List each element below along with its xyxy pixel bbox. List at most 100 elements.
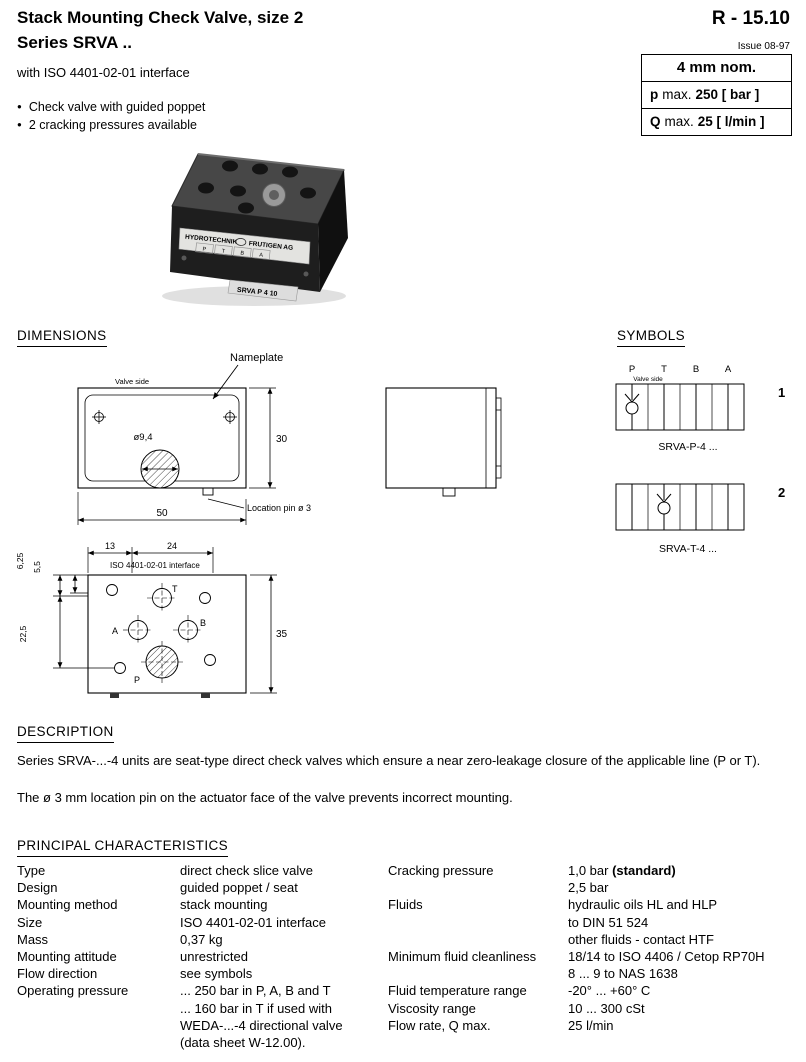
- char-value: -20° ... +60° C: [568, 983, 651, 999]
- check-valve-icon: [624, 384, 640, 430]
- interface-drawing: 13 24 ISO 4401-02-01 interface T A B P: [15, 541, 288, 698]
- char-label: Minimum fluid cleanliness: [388, 949, 537, 965]
- flow-max-label: max.: [664, 114, 694, 129]
- dim-13-label: 13: [105, 541, 115, 551]
- plate-port-b: B: [240, 250, 245, 256]
- char-label: [388, 879, 568, 896]
- char-label: [388, 965, 568, 982]
- product-photo: HYDROTECHNIK FRUTIGEN AG P T B A SRVA P …: [162, 153, 348, 306]
- model-label: SRVA P 4 10: [237, 287, 278, 298]
- pressure-value: 250 [ bar ]: [695, 87, 760, 102]
- char-value: to DIN 51 524: [568, 914, 649, 930]
- char-label: Mounting method: [17, 897, 118, 913]
- table-row: 8 ... 9 to NAS 1638: [388, 965, 790, 982]
- htf-logo-icon: [235, 238, 247, 246]
- location-pin-label: Location pin ø 3: [247, 503, 311, 513]
- top-view-drawing: Nameplate Valve side ø9,4 30 Location pi…: [77, 352, 311, 525]
- table-row: Mounting method stack mounting: [17, 896, 379, 913]
- characteristics-heading: PRINCIPAL CHARACTERISTICS: [17, 838, 229, 857]
- char-label: [17, 1017, 180, 1034]
- char-label: Operating pressure: [17, 983, 129, 999]
- char-value: ... 160 bar in T if used with: [180, 1000, 332, 1016]
- pressure-max-label: max.: [662, 87, 692, 102]
- nameplate-plate: [178, 227, 311, 265]
- dimensions-heading: DIMENSIONS: [17, 328, 107, 347]
- table-row: (data sheet W-12.00).: [17, 1034, 379, 1051]
- symbols-heading: SYMBOLS: [617, 328, 686, 347]
- char-label: Type: [17, 863, 46, 878]
- char-value: WEDA-...-4 directional valve: [180, 1017, 343, 1033]
- char-value-bold: (standard): [612, 863, 676, 878]
- plate-port-a: A: [259, 252, 264, 258]
- char-value: 10 ... 300 cSt: [568, 1000, 645, 1016]
- symbol-2-number: 2: [778, 485, 785, 500]
- symbol-port-t-label: T: [661, 364, 667, 375]
- table-row: ... 160 bar in T if used with: [17, 1000, 379, 1017]
- symbol-port-p-label: P: [629, 364, 635, 375]
- width-dim-label: 50: [156, 508, 168, 519]
- char-label: [17, 1034, 180, 1051]
- table-row: Mounting attitude unrestricted: [17, 948, 379, 965]
- symbol-1-number: 1: [778, 385, 785, 400]
- hole-diameter-label: ø9,4: [133, 432, 152, 443]
- char-value: ISO 4401-02-01 interface: [180, 914, 326, 930]
- dim-625-label: 6,25: [15, 552, 25, 569]
- char-value: 1,0 bar (standard): [568, 863, 676, 878]
- char-label: Fluid temperature range: [388, 983, 527, 999]
- char-label: Flow rate, Q max.: [388, 1017, 491, 1033]
- dim-24-label: 24: [167, 541, 177, 551]
- interface-subtitle: with ISO 4401-02-01 interface: [17, 65, 190, 80]
- char-value: 8 ... 9 to NAS 1638: [568, 966, 678, 982]
- location-pin-mark: [202, 487, 214, 496]
- page-title: Stack Mounting Check Valve, size 2: [17, 8, 304, 27]
- char-value: 0,37 kg: [180, 931, 223, 947]
- symbol-2-drawing: 2 SRVA-T-4 ...: [615, 483, 785, 555]
- char-value: ... 250 bar in P, A, B and T: [180, 983, 331, 999]
- doc-number: R - 15.10: [711, 8, 790, 29]
- issue-label: Issue 08-97: [737, 41, 790, 52]
- iso-interface-label: ISO 4401-02-01 interface: [110, 561, 200, 570]
- check-valve-icon: [656, 484, 672, 530]
- table-row: Size ISO 4401-02-01 interface: [17, 914, 379, 931]
- location-pin-side-mark: [442, 487, 456, 497]
- char-label: Mounting attitude: [17, 949, 117, 965]
- char-value: stack mounting: [180, 897, 268, 913]
- table-row: to DIN 51 524: [388, 914, 790, 931]
- description-para-1: Series SRVA-...-4 units are seat-type di…: [17, 753, 761, 768]
- char-label: [17, 1000, 180, 1017]
- dim-225-label: 22,5: [18, 625, 28, 642]
- char-label: [388, 914, 568, 931]
- char-value: 2,5 bar: [568, 880, 609, 896]
- char-value: unrestricted: [180, 949, 248, 965]
- symbol-port-b-label: B: [693, 364, 699, 375]
- char-value: 25 l/min: [568, 1017, 614, 1033]
- dim-35-label: 35: [276, 629, 288, 640]
- char-value: other fluids - contact HTF: [568, 931, 714, 947]
- char-label: Design: [17, 880, 58, 896]
- char-value: hydraulic oils HL and HLP: [568, 897, 718, 913]
- feature-bullet-1: Check valve with guided poppet: [17, 100, 206, 114]
- feature-bullet-2: 2 cracking pressures available: [17, 118, 197, 132]
- char-value: see symbols: [180, 966, 253, 982]
- height-dim-label: 30: [276, 434, 288, 445]
- port-p-label: P: [134, 675, 140, 685]
- char-value: 18/14 to ISO 4406 / Cetop RP70H: [568, 949, 765, 965]
- char-label: Size: [17, 914, 43, 930]
- plate-port-p: P: [202, 246, 207, 252]
- table-row: 2,5 bar: [388, 879, 790, 896]
- char-label: [388, 931, 568, 948]
- model-plate: [227, 279, 299, 302]
- valve-right-face: [318, 170, 348, 292]
- symbol-port-a-label: A: [725, 364, 732, 375]
- char-label: Mass: [17, 931, 49, 947]
- nameplate-callout-label: Nameplate: [230, 352, 283, 364]
- description-para-2: The ø 3 mm location pin on the actuator …: [17, 790, 513, 805]
- table-row: WEDA-...-4 directional valve: [17, 1017, 379, 1034]
